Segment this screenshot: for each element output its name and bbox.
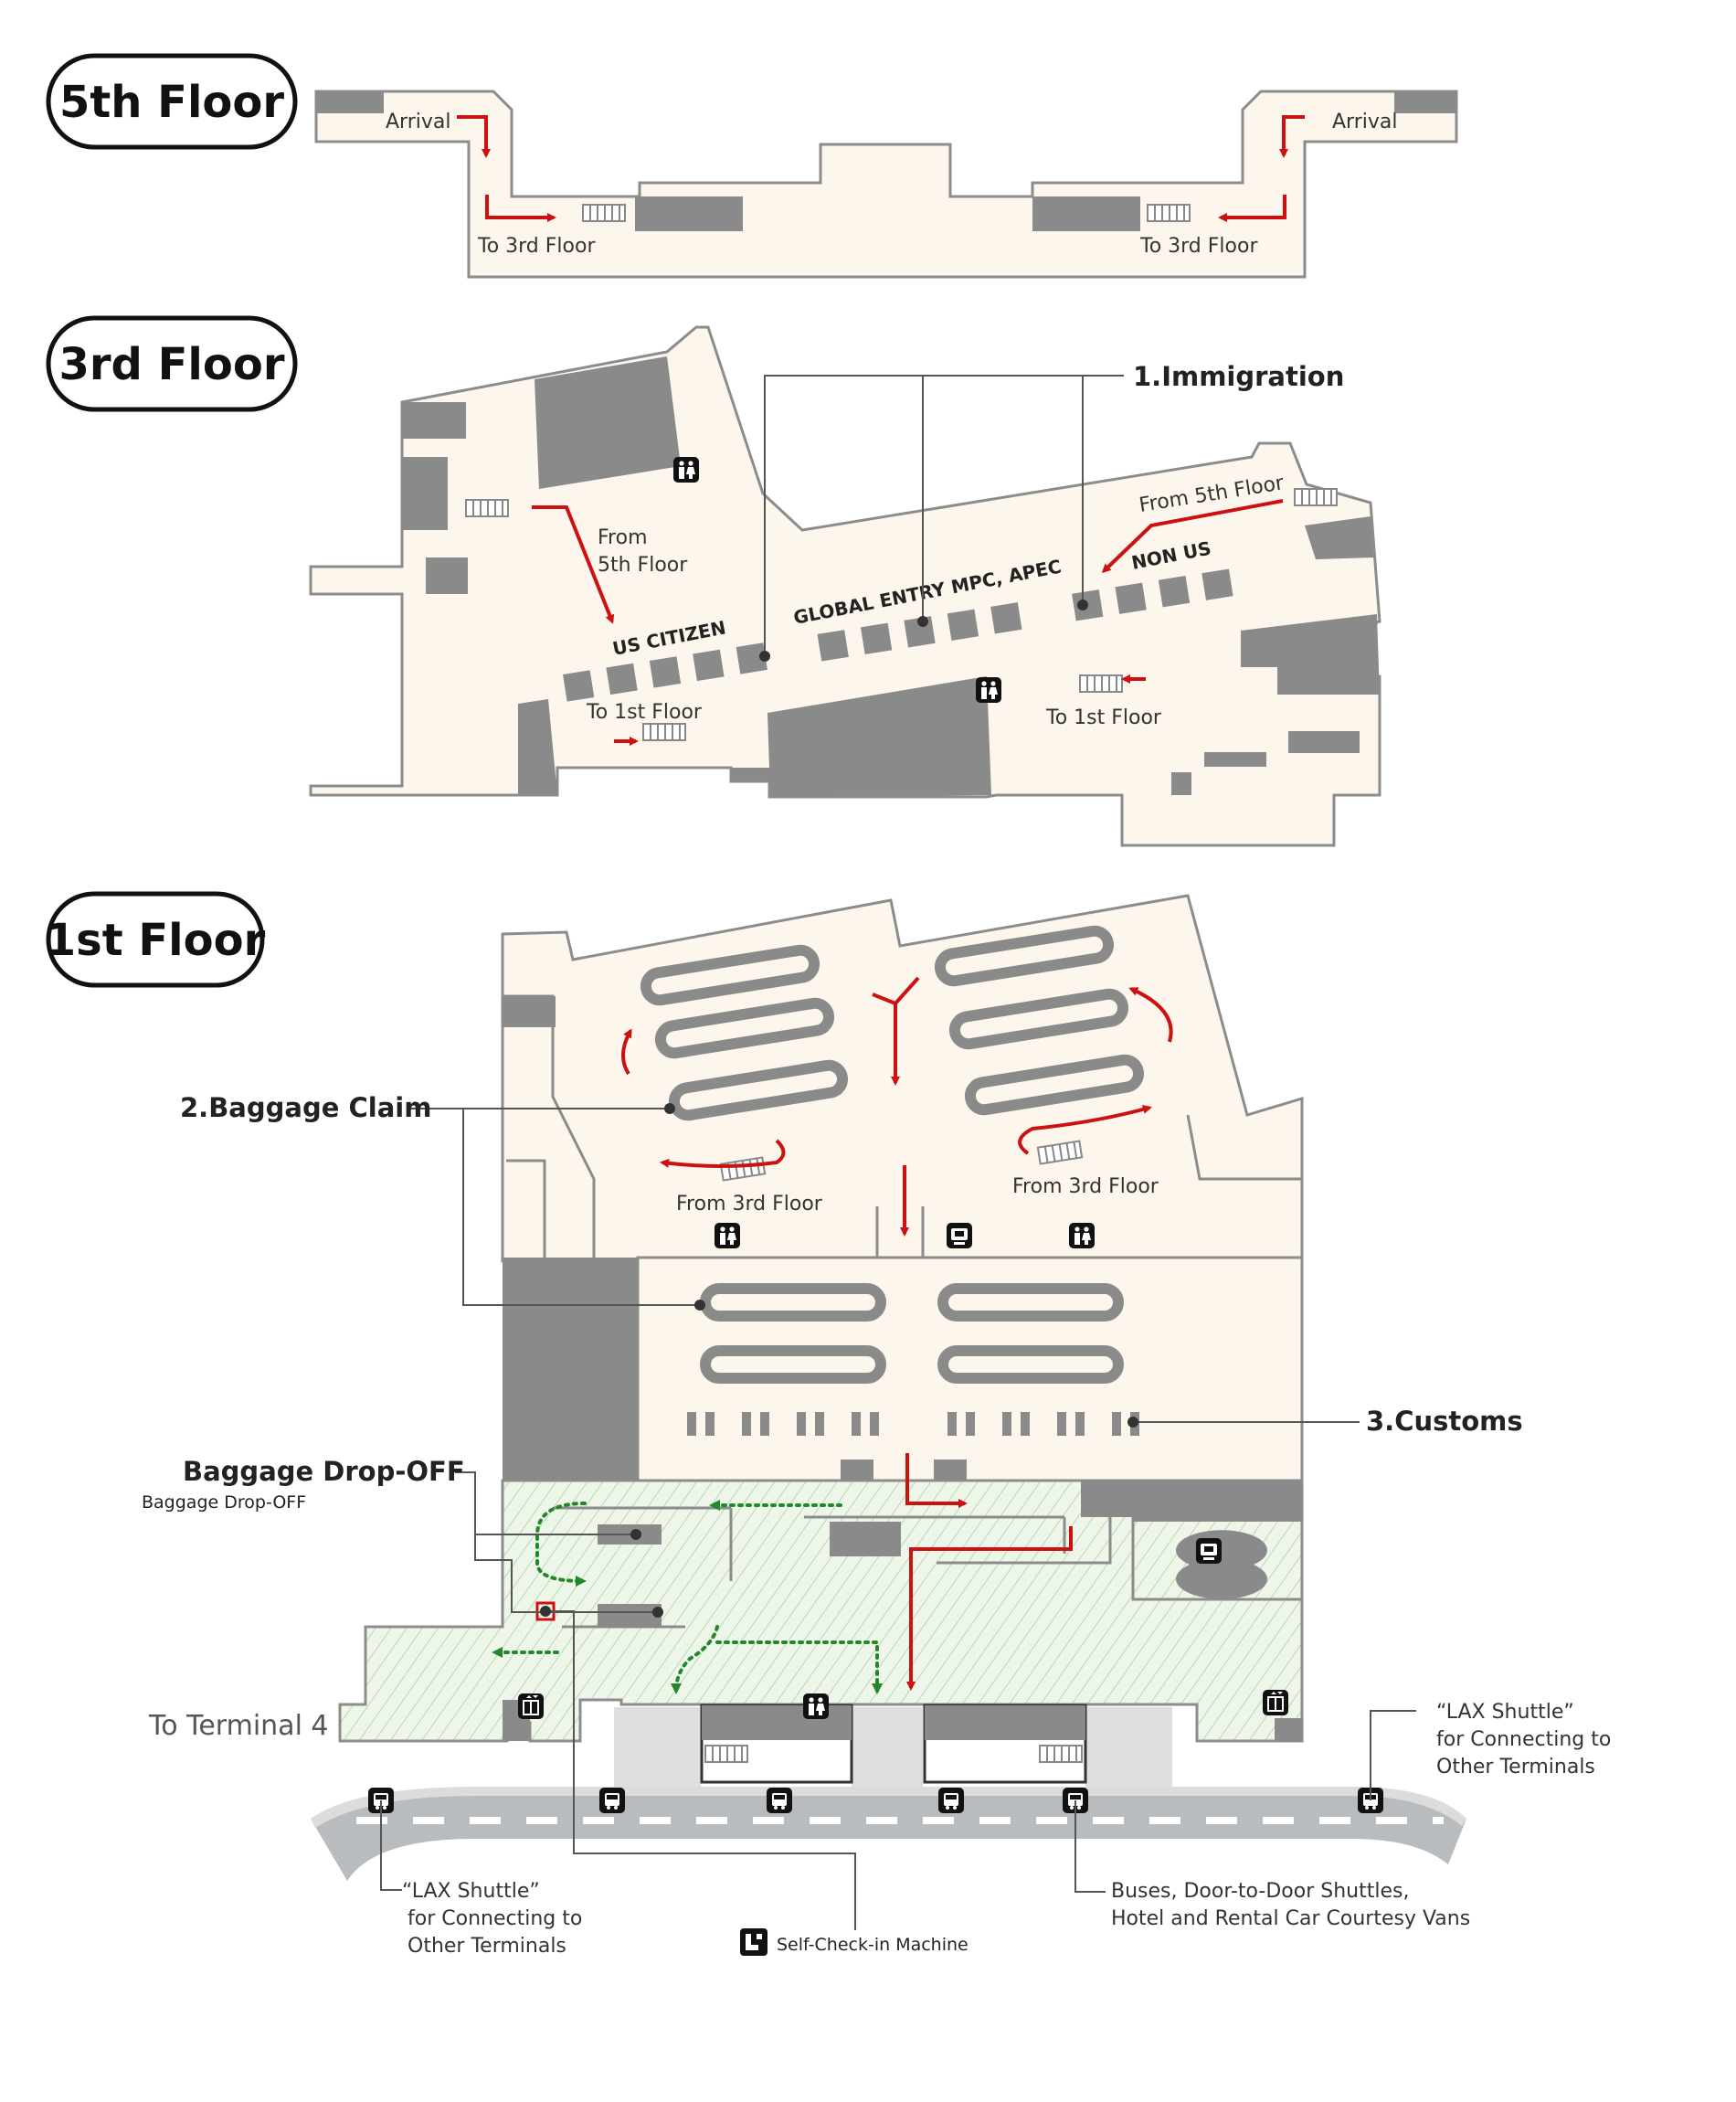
self-checkin-label: Self-Check-in Machine (777, 1935, 969, 1955)
route-arrow (1218, 195, 1286, 222)
atm-icon (947, 1223, 972, 1248)
route-arrow (906, 1526, 1073, 1691)
self-checkin-icon (740, 1928, 767, 1956)
shuttle-left-line1: “LAX Shuttle” (402, 1880, 540, 1903)
arrival-right-label: Arrival (1332, 111, 1397, 133)
buses-line2: Hotel and Rental Car Courtesy Vans (1111, 1907, 1470, 1930)
from-5th-left-line2: 5th Floor (598, 554, 688, 577)
atm-kiosk (1175, 1530, 1267, 1599)
to-3rd-left-label: To 3rd Floor (477, 235, 596, 258)
route-arrow-green (715, 1640, 883, 1694)
route-arrow (1018, 1105, 1152, 1155)
shuttle-right-line2: for Connecting to (1436, 1728, 1611, 1751)
escalator-icon (582, 204, 626, 222)
floor-3-blocks (402, 356, 1380, 797)
route-arrow (1279, 115, 1305, 158)
route-arrow (1101, 499, 1284, 574)
immigration-label: 1.Immigration (1133, 361, 1344, 392)
baggage-dropoff-label: Baggage Drop-OFF (183, 1456, 465, 1487)
escalator-icon (642, 723, 686, 741)
escalator-icon (1147, 204, 1191, 222)
escalator-icon (1294, 488, 1338, 506)
arrival-left-label: Arrival (386, 111, 450, 133)
to-1st-right-label: To 1st Floor (1045, 706, 1162, 729)
to-1st-left-label: To 1st Floor (586, 701, 703, 724)
buses-line1: Buses, Door-to-Door Shuttles, (1111, 1880, 1409, 1903)
route-arrow (1128, 987, 1173, 1043)
shuttle-right-line1: “LAX Shuttle” (1436, 1701, 1574, 1724)
curb-road (311, 1787, 1466, 1881)
route-arrow (457, 115, 491, 158)
customs-label: 3.Customs (1366, 1406, 1523, 1437)
baggage-claim-label: 2.Baggage Claim (180, 1092, 431, 1123)
block (316, 91, 384, 113)
floor-1-pill: 1st Floor (46, 891, 266, 988)
floor-5-title: 5th Floor (59, 77, 284, 128)
floor-3-pill: 3rd Floor (46, 315, 298, 412)
elevator-icon (1262, 1689, 1289, 1716)
bus-stop-icon (599, 1788, 625, 1813)
baggage-carousels (640, 925, 1145, 1384)
floor-5-plan (314, 90, 1458, 279)
curbside-structures (614, 1704, 1172, 1787)
block (1394, 91, 1456, 113)
atm-icon (1196, 1538, 1222, 1564)
baggage-dropoff-sublabel: Baggage Drop-OFF (142, 1492, 306, 1513)
escalator-icon (465, 499, 509, 517)
bus-stop-icon (938, 1788, 964, 1813)
from-3rd-right-label: From 3rd Floor (1012, 1175, 1159, 1198)
route-arrow-green (535, 1502, 587, 1587)
block (503, 1258, 638, 1481)
floor-5-section: 5th Floor Arrival Arrival To 3rd Floor T… (46, 53, 1458, 279)
immigration-callout (759, 375, 1124, 662)
block (635, 196, 743, 231)
from-5th-left-line1: From (598, 526, 648, 549)
restroom-icon (803, 1693, 829, 1719)
restroom-icon (976, 677, 1001, 703)
restroom-icon (715, 1223, 740, 1248)
route-arrow-green (671, 1625, 719, 1694)
restroom-icon (673, 457, 699, 483)
shuttle-right-line3: Other Terminals (1436, 1756, 1595, 1778)
floor-5-pill: 5th Floor (46, 53, 298, 150)
legend: “LAX Shuttle” for Connecting to Other Te… (402, 1701, 1611, 1958)
route-arrow (532, 505, 615, 624)
floor-1-title: 1st Floor (46, 915, 266, 966)
immigration-booths (563, 568, 1233, 702)
shuttle-left-line2: for Connecting to (408, 1907, 582, 1930)
bus-stop-icon (767, 1788, 792, 1813)
floor-1-baggage-hall (501, 894, 1304, 1263)
escalator-icon (1079, 674, 1123, 693)
to-terminal-4-label: To Terminal 4 (148, 1710, 329, 1742)
floor-1-callouts (380, 1103, 1416, 1930)
from-3rd-left-label: From 3rd Floor (676, 1193, 823, 1216)
floor-3-section: 3rd Floor (46, 315, 1381, 847)
floor-1-section: 1st Floor (46, 891, 1523, 1930)
floor-3-title: 3rd Floor (58, 339, 284, 390)
shuttle-left-line3: Other Terminals (408, 1935, 566, 1958)
route-arrow (905, 1453, 968, 1508)
route-arrow (660, 1139, 786, 1168)
floor-1-arrival-zone (338, 1479, 1304, 1743)
route-arrow (621, 1028, 632, 1076)
floor-1-blocks (503, 996, 1302, 1741)
elevator-icon (517, 1693, 545, 1720)
block (1032, 196, 1140, 231)
restroom-icon (1069, 1223, 1095, 1248)
to-3rd-right-label: To 3rd Floor (1139, 235, 1258, 258)
route-arrow (485, 195, 556, 222)
routes-1f (492, 976, 1173, 1694)
